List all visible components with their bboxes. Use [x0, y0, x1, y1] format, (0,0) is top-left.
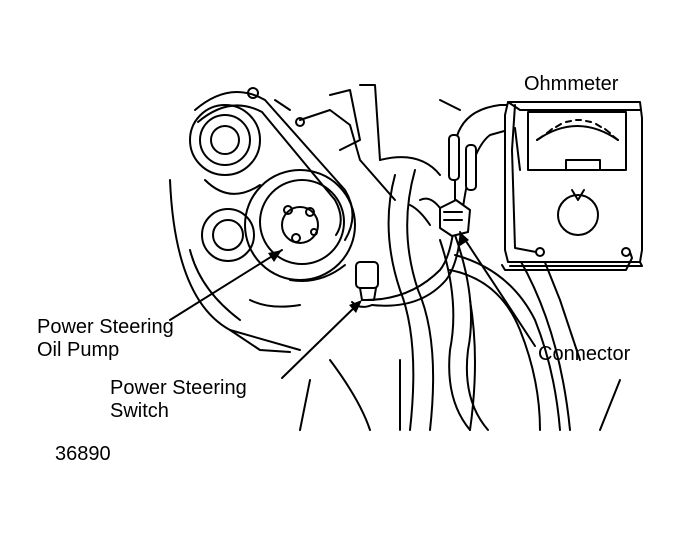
- figure-number: 36890: [55, 443, 111, 465]
- connector-label: Connector: [538, 343, 631, 365]
- harness-connector: [409, 197, 471, 237]
- power-steering-switch-label-line1: Power Steering: [110, 377, 247, 399]
- leader-connector: [459, 231, 536, 347]
- arrowhead-switch: [349, 300, 362, 313]
- leader-switch: [281, 301, 361, 379]
- idler-pulley: [189, 104, 261, 262]
- ohmmeter: [504, 101, 643, 267]
- pump-bracket: [247, 87, 396, 201]
- power-steering-pump-pulley: [244, 169, 356, 282]
- engine-block: [169, 84, 621, 431]
- power-steering-switch-label: Power Steering Switch: [110, 377, 247, 423]
- meter-probes: [448, 134, 477, 191]
- leader-oil-pump: [169, 249, 283, 321]
- power-steering-oil-pump-label-line1: Power Steering: [37, 316, 174, 338]
- hoses: [387, 169, 561, 431]
- serpentine-belt: [194, 91, 354, 241]
- arrowheads: [268, 232, 469, 313]
- test-leads: [365, 104, 516, 307]
- power-steering-switch-label-line2: Switch: [110, 400, 169, 422]
- meter-leads: [501, 104, 633, 271]
- power-steering-oil-pump-label-line2: Oil Pump: [37, 339, 120, 361]
- arrowhead-connector: [460, 232, 469, 246]
- ohmmeter-label: Ohmmeter: [524, 73, 619, 95]
- leader-lines: [169, 231, 536, 379]
- arrowhead-oil-pump: [268, 250, 282, 262]
- power-steering-oil-pump-label: Power Steering Oil Pump: [37, 316, 174, 362]
